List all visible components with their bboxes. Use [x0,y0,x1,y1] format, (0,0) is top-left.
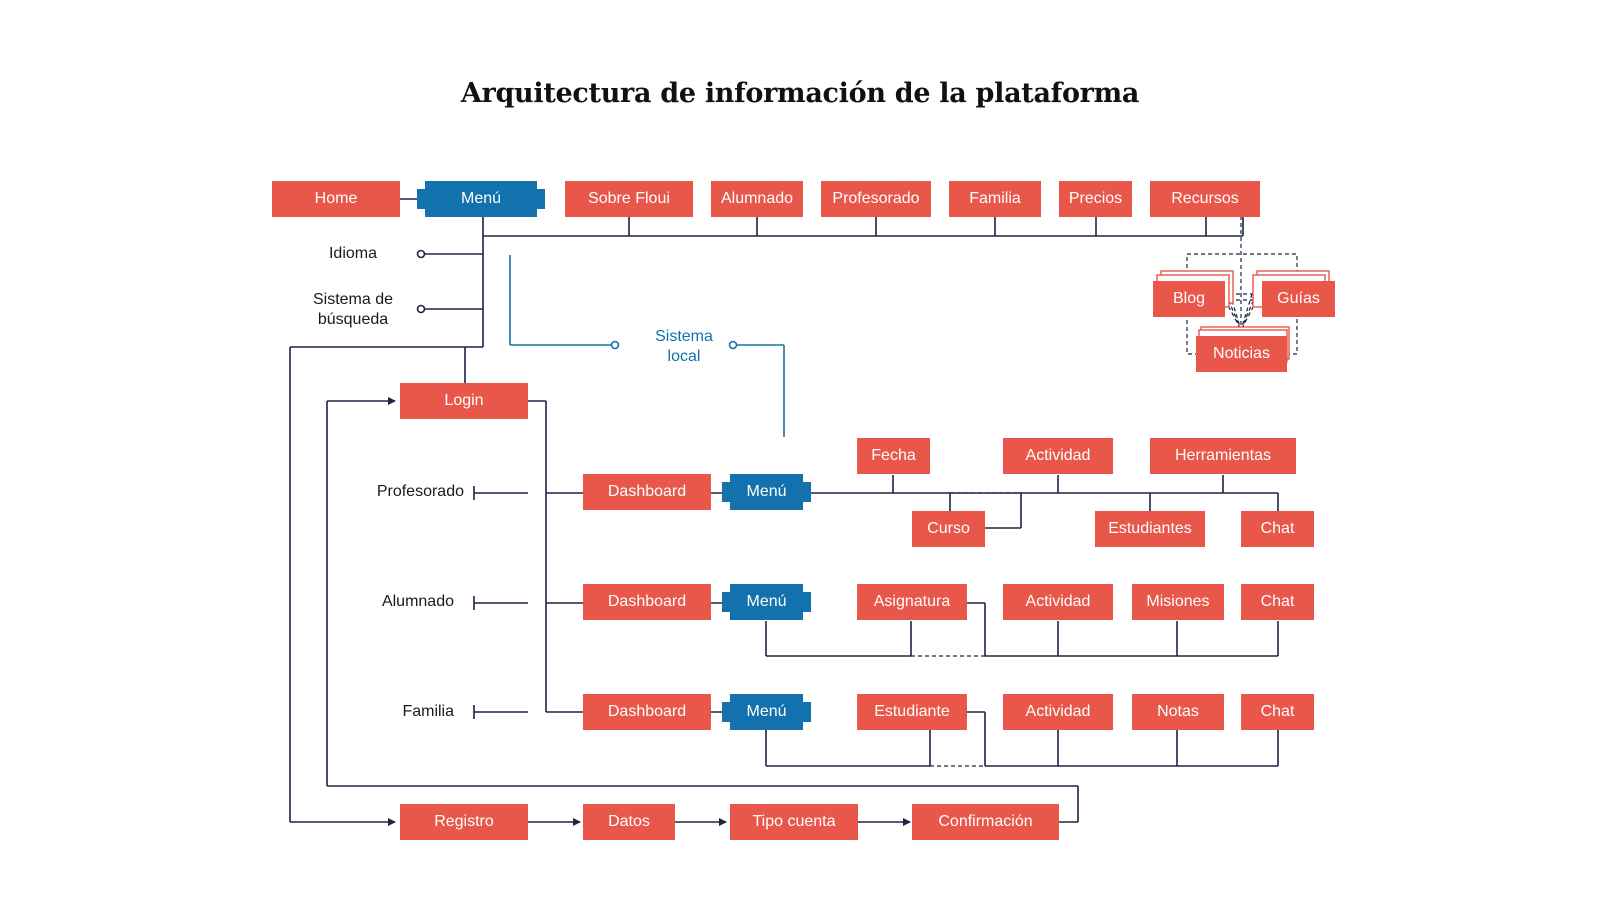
sistema-local-line-1: Sistema [655,328,713,345]
fecha-node[interactable]: Fecha [857,438,930,474]
dashboard-familia[interactable]: Dashboard [583,694,711,730]
role-label-alumnado: Alumnado [381,593,454,610]
blog-node[interactable]: Blog [1153,281,1225,317]
role-label-familia: Familia [402,703,454,720]
dashboard-profesorado[interactable]: Dashboard [583,474,711,510]
chat-alumnado-node[interactable]: Chat [1241,584,1314,620]
home-node[interactable]: Home [272,181,400,217]
alumnado-nav-node[interactable]: Alumnado [711,181,803,217]
sistema-local-line-2: local [667,348,701,365]
busqueda-label-line-2: búsqueda [317,311,389,328]
menu-notch-right [537,189,545,209]
actividad-familia-node[interactable]: Actividad [1003,694,1113,730]
confirmacion-node[interactable]: Confirmación [912,804,1059,840]
main-menu-node[interactable]: Menú [417,181,545,217]
noticias-node[interactable]: Noticias [1196,336,1287,372]
sistema-local-label: Sistema local [646,327,722,367]
precios-node[interactable]: Precios [1059,181,1132,217]
menu-notch-left [722,592,730,612]
dashboard-alumnado[interactable]: Dashboard [583,584,711,620]
menu-notch-left [722,482,730,502]
menu-notch-left [722,702,730,722]
diagram-title: Arquitectura de información de la plataf… [460,78,1140,109]
idioma-label: Idioma [328,245,378,262]
chat-familia-node[interactable]: Chat [1241,694,1314,730]
chat-profesorado-node[interactable]: Chat [1241,511,1314,547]
datos-node[interactable]: Datos [583,804,675,840]
menu-alumnado[interactable]: Menú [722,584,811,620]
familia-nav-node[interactable]: Familia [949,181,1041,217]
role-label-profesorado: Profesorado [376,483,464,500]
registro-node[interactable]: Registro [400,804,528,840]
guias-node[interactable]: Guías [1262,281,1335,317]
menu-notch-right [803,482,811,502]
profesorado-nav-node[interactable]: Profesorado [821,181,931,217]
sobre-floui-node[interactable]: Sobre Floui [565,181,693,217]
menu-notch-left [417,189,425,209]
recursos-node[interactable]: Recursos [1150,181,1260,217]
login-node[interactable]: Login [400,383,528,419]
menu-familia[interactable]: Menú [722,694,811,730]
estudiantes-node[interactable]: Estudiantes [1095,511,1205,547]
menu-profesorado[interactable]: Menú [722,474,811,510]
busqueda-label-line-1: Sistema de [312,291,394,308]
actividad-alumnado-node[interactable]: Actividad [1003,584,1113,620]
busqueda-label: Sistema de búsqueda [308,290,398,330]
herramientas-node[interactable]: Herramientas [1150,438,1296,474]
asignatura-node[interactable]: Asignatura [857,584,967,620]
notas-node[interactable]: Notas [1132,694,1224,730]
actividad-profesorado-node[interactable]: Actividad [1003,438,1113,474]
curso-node[interactable]: Curso [912,511,985,547]
misiones-node[interactable]: Misiones [1132,584,1224,620]
menu-notch-right [803,702,811,722]
menu-notch-right [803,592,811,612]
estudiante-node[interactable]: Estudiante [857,694,967,730]
tipo-cuenta-node[interactable]: Tipo cuenta [730,804,858,840]
